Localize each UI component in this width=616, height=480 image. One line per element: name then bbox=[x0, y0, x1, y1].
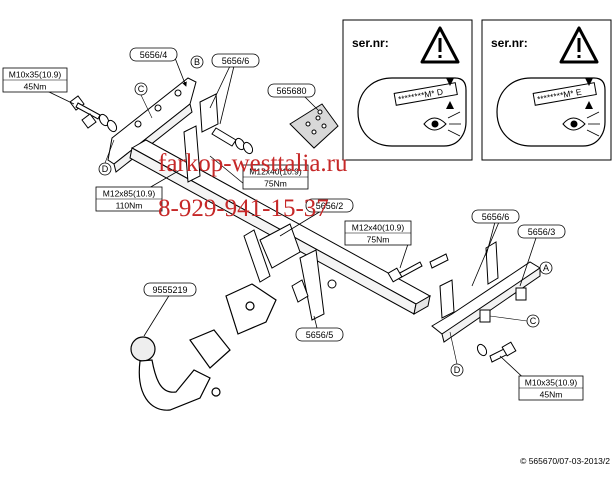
spec-box-m12x85: M12x85(10.9) 110Nm bbox=[95, 186, 163, 212]
svg-text:45Nm: 45Nm bbox=[540, 390, 563, 400]
svg-text:M10x35(10.9): M10x35(10.9) bbox=[9, 70, 62, 80]
socket-plate bbox=[289, 103, 339, 149]
watermark-site: farkop-westtalia.ru bbox=[158, 150, 348, 177]
svg-text:5656/6: 5656/6 bbox=[482, 212, 510, 222]
svg-text:M10x35(10.9): M10x35(10.9) bbox=[525, 378, 578, 388]
callout-b: B bbox=[190, 55, 204, 69]
svg-text:M12x85(10.9): M12x85(10.9) bbox=[103, 189, 156, 199]
watermark-phone: 8-929-941-15-37 bbox=[158, 195, 329, 222]
spec-box-m12x40-top: M12x40(10.9) 75Nm bbox=[242, 164, 309, 190]
svg-text:75Nm: 75Nm bbox=[264, 179, 287, 189]
part-label-5656-6-left: 5656/6 bbox=[211, 53, 260, 68]
left-mount-bracket bbox=[183, 93, 254, 183]
svg-text:D: D bbox=[454, 365, 461, 375]
part-label-5656-2: 5656/2 bbox=[305, 198, 354, 213]
serial-label: ser.nr: bbox=[352, 36, 389, 50]
center-mount-plate bbox=[243, 223, 337, 321]
svg-text:C: C bbox=[138, 84, 145, 94]
svg-text:5656/2: 5656/2 bbox=[316, 201, 344, 211]
spec-box-m12x40-right: M12x40(10.9) 75Nm bbox=[344, 220, 412, 246]
bolt-set-left bbox=[69, 95, 118, 133]
svg-text:C: C bbox=[530, 316, 537, 326]
spec-box-m10-right: M10x35(10.9) 45Nm bbox=[518, 375, 584, 401]
svg-text:A: A bbox=[543, 263, 549, 273]
svg-text:45Nm: 45Nm bbox=[24, 82, 47, 92]
svg-text:M12x40(10.9): M12x40(10.9) bbox=[352, 223, 405, 233]
svg-text:5656/5: 5656/5 bbox=[306, 330, 334, 340]
svg-text:5656/6: 5656/6 bbox=[222, 56, 250, 66]
warning-panel-e: ser.nr: ********M* E bbox=[481, 19, 612, 161]
cross-bar bbox=[129, 139, 432, 315]
tow-ball bbox=[130, 283, 277, 411]
bolt-set-right bbox=[387, 253, 517, 363]
part-label-5656-4: 5656/4 bbox=[129, 47, 178, 62]
callout-c-right: C bbox=[526, 314, 540, 328]
callout-a: A bbox=[539, 261, 553, 275]
svg-text:M12x40(10.9): M12x40(10.9) bbox=[249, 167, 302, 177]
callout-d-left: D bbox=[98, 162, 112, 176]
eye-icon bbox=[562, 111, 600, 137]
part-label-5656-5: 5656/5 bbox=[295, 327, 344, 342]
right-side-bracket bbox=[431, 241, 541, 343]
svg-text:565680: 565680 bbox=[276, 86, 306, 96]
svg-text:5656/3: 5656/3 bbox=[528, 227, 556, 237]
callout-c-left: C bbox=[134, 82, 148, 96]
warning-triangle-icon bbox=[559, 26, 599, 64]
part-label-565680: 565680 bbox=[267, 83, 316, 98]
warning-triangle-icon bbox=[420, 26, 460, 64]
part-label-9555219: 9555219 bbox=[143, 282, 197, 297]
svg-text:D: D bbox=[102, 164, 109, 174]
svg-text:75Nm: 75Nm bbox=[367, 235, 390, 245]
part-label-5656-6-right: 5656/6 bbox=[471, 209, 520, 224]
svg-text:9555219: 9555219 bbox=[152, 285, 187, 295]
part-label-5656-3: 5656/3 bbox=[517, 224, 566, 239]
svg-text:110Nm: 110Nm bbox=[116, 201, 143, 211]
svg-text:5656/4: 5656/4 bbox=[140, 50, 168, 60]
eye-icon bbox=[423, 111, 461, 137]
warning-panel-d: ser.nr: ********M* D bbox=[342, 19, 473, 161]
svg-text:B: B bbox=[194, 57, 200, 67]
copyright-footer: © 565670/07-03-2013/2 bbox=[520, 456, 610, 466]
serial-label: ser.nr: bbox=[491, 36, 528, 50]
spec-box-m10-left: M10x35(10.9) 45Nm bbox=[2, 67, 68, 93]
callout-d-right: D bbox=[450, 363, 464, 377]
